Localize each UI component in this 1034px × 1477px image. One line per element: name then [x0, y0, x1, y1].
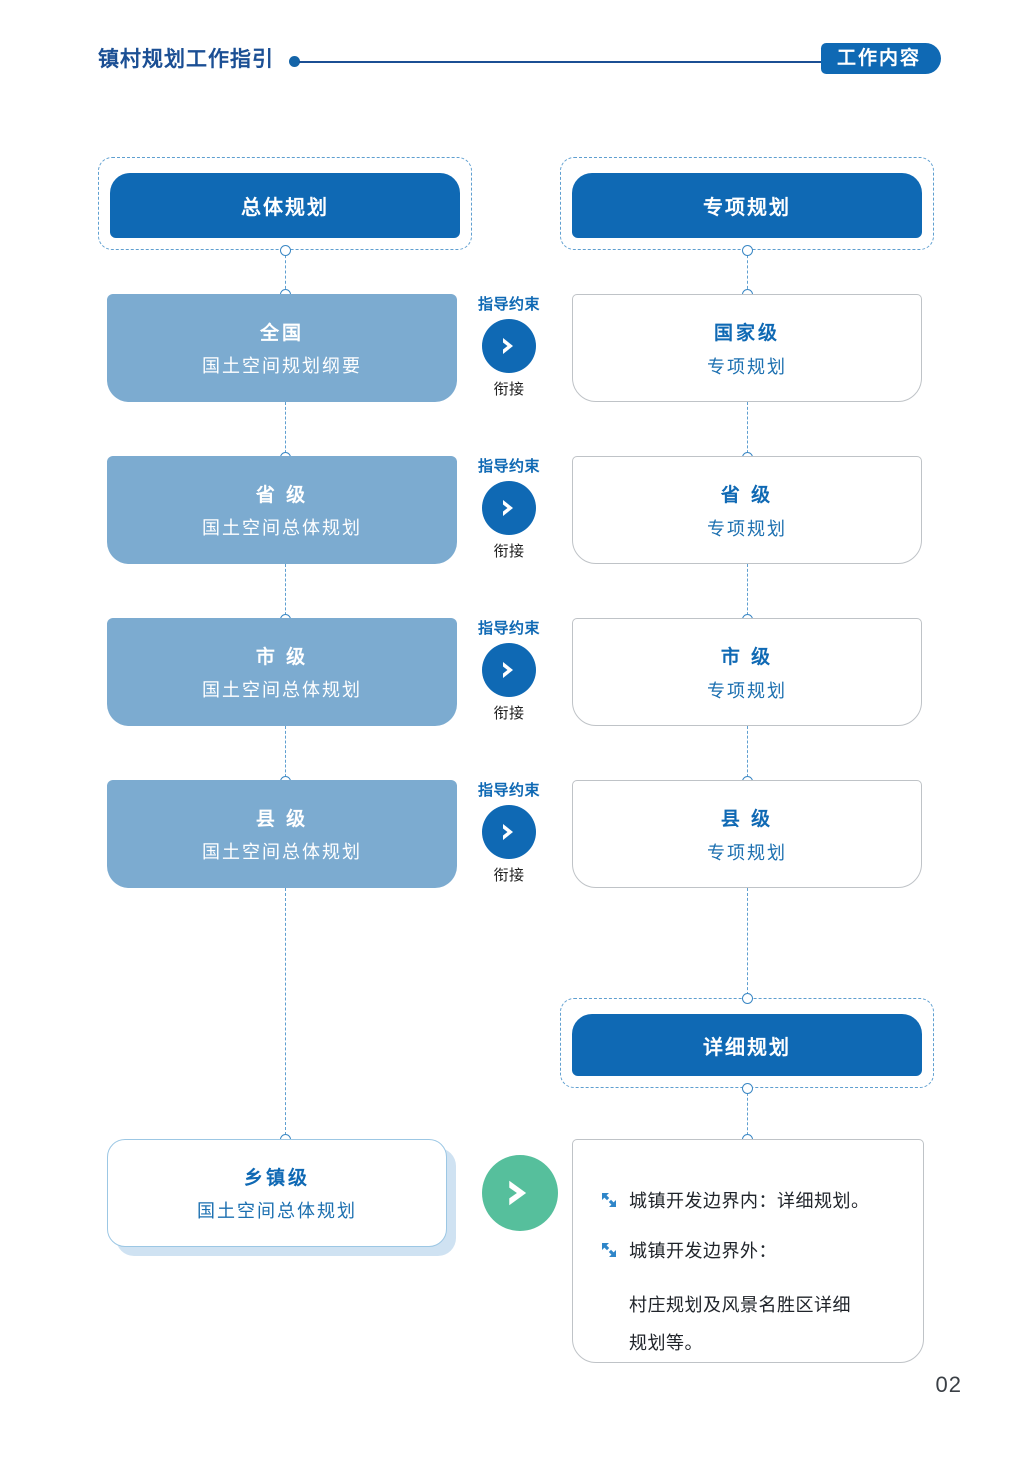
connector-right-3: [747, 726, 748, 782]
note-sub-line-2: 规划等。: [629, 1333, 703, 1353]
arrow-label-bottom-2: 衔接: [493, 705, 525, 722]
arrow-right-icon[interactable]: [482, 319, 536, 373]
page-header: 镇村规划工作指引 工作内容: [0, 0, 1034, 110]
bullet-dot-icon: [289, 56, 300, 67]
diagonal-arrows-icon: [599, 1240, 619, 1260]
connector-left-3: [285, 726, 286, 782]
column-header-special[interactable]: 专项规划: [572, 173, 922, 238]
arrow-label-top-3: 指导约束: [478, 782, 541, 799]
special-box-municipal[interactable]: 市 级 专项规划: [572, 618, 922, 726]
special-box-municipal-plan: 专项规划: [707, 680, 787, 701]
list-item: 城镇开发边界外：: [599, 1236, 897, 1266]
note-sub-line-1: 村庄规划及风景名胜区详细: [629, 1295, 851, 1315]
special-box-provincial[interactable]: 省 级 专项规划: [572, 456, 922, 564]
connector-right-0: [747, 250, 748, 294]
level-box-national-level: 全国: [259, 323, 304, 344]
level-box-municipal-plan: 国土空间总体规划: [202, 680, 362, 700]
arrow-label-bottom-0: 衔接: [493, 381, 525, 398]
special-box-national[interactable]: 国家级 专项规划: [572, 294, 922, 402]
arrow-right-icon[interactable]: [482, 643, 536, 697]
node-dot-right-4: [742, 993, 753, 1004]
list-item-text: 城镇开发边界内：详细规划。: [629, 1191, 870, 1211]
column-header-overall-label: 总体规划: [241, 197, 329, 219]
special-box-municipal-level: 市 级: [720, 646, 774, 668]
arrow-group-0: 指导约束 衔接: [478, 293, 540, 399]
connector-right-5: [747, 1088, 748, 1140]
detail-notes-box: 城镇开发边界内：详细规划。 城镇开发边界外： 村庄规划及风景名胜区详细 规划等。: [572, 1139, 924, 1363]
list-item-text: 城镇开发边界外：: [629, 1241, 777, 1261]
arrow-label-bottom-1: 衔接: [493, 543, 525, 560]
detail-plan-header-label: 详细规划: [703, 1036, 791, 1059]
detail-plan-header[interactable]: 详细规划: [572, 1014, 922, 1076]
node-dot-left-top: [280, 245, 291, 256]
level-box-national-plan: 国土空间规划纲要: [202, 356, 362, 376]
connector-right-4: [747, 888, 748, 1000]
township-box-level: 乡镇级: [243, 1168, 310, 1189]
connector-left-2: [285, 564, 286, 620]
connector-right-1: [747, 402, 748, 458]
arrow-label-top-1: 指导约束: [478, 458, 541, 475]
special-box-provincial-level: 省 级: [720, 484, 774, 506]
arrow-right-icon[interactable]: [482, 481, 536, 535]
page-title: 镇村规划工作指引: [98, 48, 274, 71]
section-badge: 工作内容: [821, 43, 942, 74]
level-box-county-plan: 国土空间总体规划: [202, 842, 362, 862]
level-box-municipal[interactable]: 市 级 国土空间总体规划: [107, 618, 457, 726]
node-dot-right-top: [742, 245, 753, 256]
special-box-provincial-plan: 专项规划: [707, 518, 787, 539]
page-number: 02: [935, 1372, 962, 1397]
arrow-group-3: 指导约束 衔接: [478, 779, 540, 885]
level-box-municipal-level: 市 级: [255, 647, 309, 668]
arrow-right-icon[interactable]: [482, 805, 536, 859]
township-box[interactable]: 乡镇级 国土空间总体规划: [107, 1139, 447, 1247]
level-box-provincial-plan: 国土空间总体规划: [202, 518, 362, 538]
arrow-label-bottom-3: 衔接: [493, 867, 525, 884]
township-box-plan: 国土空间总体规划: [197, 1201, 357, 1221]
level-box-national[interactable]: 全国 国土空间规划纲要: [107, 294, 457, 402]
column-header-overall[interactable]: 总体规划: [110, 173, 460, 238]
special-box-county[interactable]: 县 级 专项规划: [572, 780, 922, 888]
special-box-national-level: 国家级: [713, 322, 780, 344]
arrow-group-1: 指导约束 衔接: [478, 455, 540, 561]
level-box-provincial-level: 省 级: [255, 485, 309, 506]
list-item: 城镇开发边界内：详细规划。: [599, 1186, 897, 1216]
header-rule: [299, 61, 821, 63]
level-box-county[interactable]: 县 级 国土空间总体规划: [107, 780, 457, 888]
level-box-county-level: 县 级: [255, 809, 309, 830]
connector-left-1: [285, 402, 286, 458]
special-box-county-level: 县 级: [720, 808, 774, 830]
arrow-group-2: 指导约束 衔接: [478, 617, 540, 723]
connector-left-4: [285, 888, 286, 1140]
arrow-label-top-0: 指导约束: [478, 296, 541, 313]
special-box-county-plan: 专项规划: [707, 842, 787, 863]
node-dot-right-5: [742, 1083, 753, 1094]
special-box-national-plan: 专项规划: [707, 356, 787, 377]
diagonal-arrows-icon: [599, 1190, 619, 1210]
connector-left-0: [285, 250, 286, 294]
column-header-special-label: 专项规划: [703, 197, 791, 219]
connector-right-2: [747, 564, 748, 620]
arrow-right-icon[interactable]: [482, 1155, 558, 1231]
level-box-provincial[interactable]: 省 级 国土空间总体规划: [107, 456, 457, 564]
arrow-label-top-2: 指导约束: [478, 620, 541, 637]
